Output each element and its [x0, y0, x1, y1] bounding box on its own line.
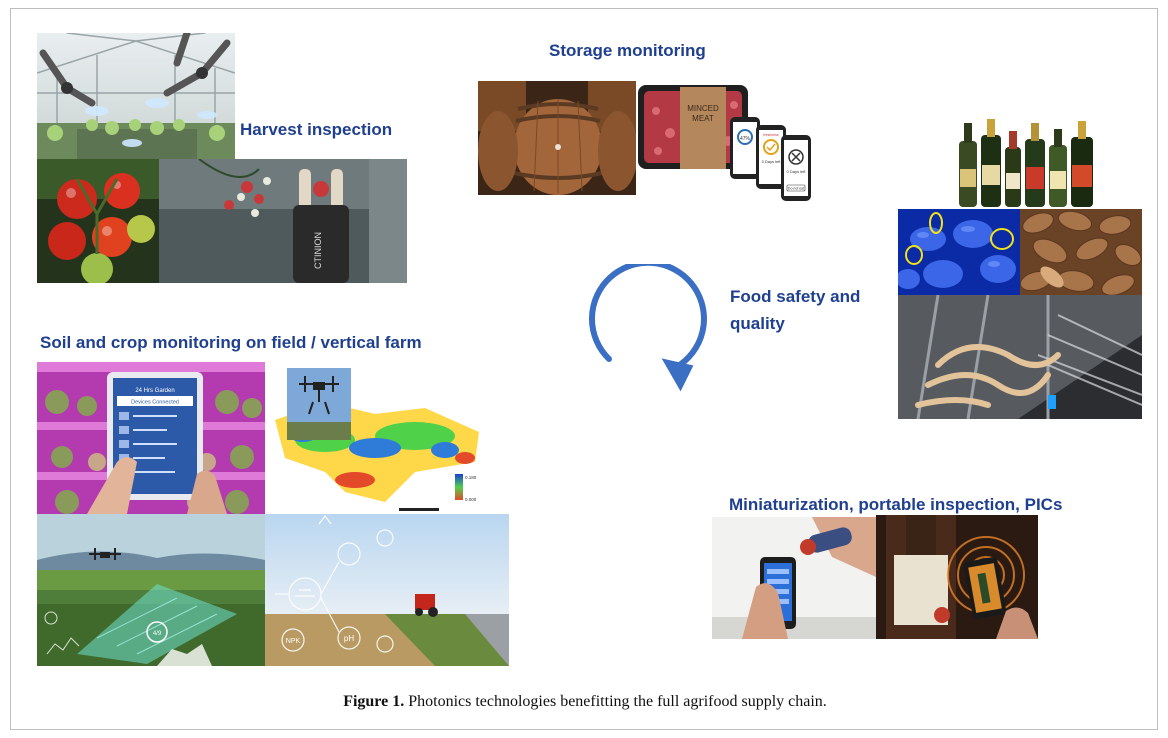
field-badge-ph: pH: [344, 634, 354, 643]
field-badge-npk: NPK: [286, 638, 301, 645]
figure-caption-label: Figure 1.: [343, 693, 405, 710]
phone-button-text: Do not eat: [788, 187, 804, 191]
map-legend-bottom: 0.000: [465, 497, 477, 502]
wine-barrels-photo: [478, 81, 636, 195]
noodle-processing-photo: [898, 295, 1142, 419]
drone-metric-text: 4/9: [153, 631, 162, 637]
food-safety-label-line1: Food safety and: [730, 287, 861, 306]
wine-bottle-phone-photo: [876, 515, 1038, 639]
almonds-photo: [1020, 209, 1142, 295]
soil-crop-monitoring-label: Soil and crop monitoring on field / vert…: [40, 333, 422, 352]
storage-monitoring-label: Storage monitoring: [549, 41, 706, 60]
phone-days-left-1: 3 Days left: [762, 159, 782, 164]
tractor-field-icons-photo: pH NPK: [265, 514, 509, 666]
fluorescence-inspection-photo: [898, 209, 1020, 295]
figure-caption: Figure 1. Photonics technologies benefit…: [11, 693, 1159, 711]
tablet-title-text: 24 Hrs Garden: [135, 388, 174, 394]
vertical-farm-tablet-photo: 24 Hrs Garden Devices Connected: [37, 362, 265, 514]
phone-brand-text: freshness: [763, 133, 778, 137]
meat-package-text-2: MEAT: [692, 114, 714, 123]
drone-field-overlay-photo: 4/9: [37, 514, 265, 666]
cycle-arrow-icon: [571, 264, 711, 404]
meat-package-text-1: MINCED: [687, 104, 719, 113]
portable-scanner-photo: [712, 517, 876, 639]
tablet-subtitle-text: Devices Connected: [131, 400, 179, 406]
miniaturization-label: Miniaturization, portable inspection, PI…: [729, 495, 1063, 514]
minced-meat-phones-photo: MINCED MEAT 47% freshness 3 Days left 0 …: [636, 81, 811, 205]
greenhouse-robot-photo: [37, 33, 235, 159]
gripper-brand-text: CTINION: [313, 232, 323, 269]
map-legend-top: 0.180: [465, 475, 477, 480]
olive-oil-bottles-photo: [951, 113, 1106, 209]
strawberry-gripper-photo: CTINION: [159, 159, 407, 283]
phone-percent-text: 47%: [740, 136, 751, 142]
figure-frame: CTINION Harvest inspection Storage monit…: [10, 8, 1158, 730]
figure-caption-text: Photonics technologies benefitting the f…: [404, 693, 827, 710]
tomato-photo: [37, 159, 159, 283]
food-safety-label-line2: quality: [730, 314, 785, 333]
harvest-inspection-label: Harvest inspection: [240, 120, 393, 139]
drone-ndvi-map-photo: 0.180 0.000: [265, 362, 495, 514]
phone-days-left-2: 0 Days left: [787, 169, 807, 174]
